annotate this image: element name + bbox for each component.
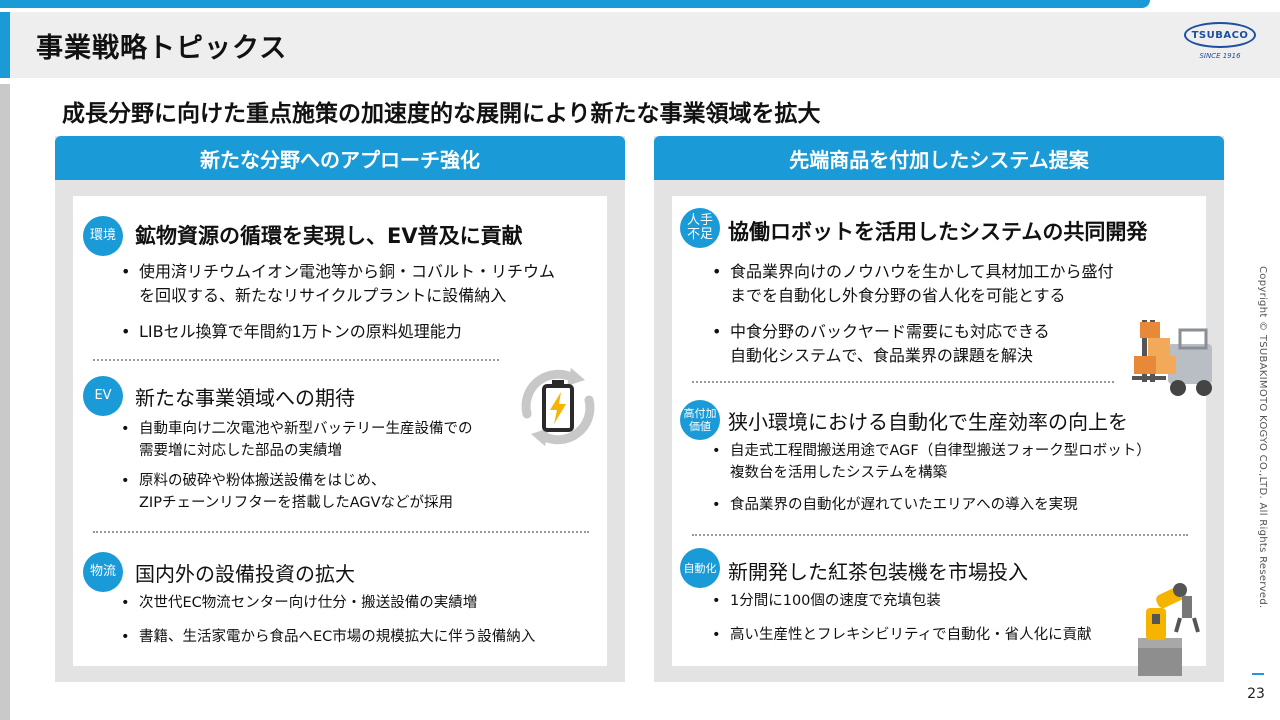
top-accent-bar	[0, 0, 1150, 8]
badge-line: 不足	[686, 227, 713, 242]
bullet-line: ZIPチェーンリフターを搭載したAGVなどが採用	[139, 495, 454, 511]
item-title-resource-recycling: 鉱物資源の循環を実現し、EV普及に貢献	[135, 224, 523, 248]
bullet-productivity: 高い生産性とフレキシビリティで自動化・省人化に貢献	[710, 624, 1092, 646]
logo-oval: TSUBACO	[1184, 22, 1256, 48]
badge-logistics: 物流	[83, 552, 123, 592]
item-title-tea-packaging: 新開発した紅茶包装機を市場投入	[728, 560, 1028, 584]
bullet-line: までを自動化し外食分野の省人化を可能とする	[730, 286, 1066, 305]
badge-high-value: 高付加 価値	[680, 400, 720, 440]
bullet-line: 食品業界の自動化が遅れていたエリアへの導入を実現	[730, 497, 1078, 513]
bullet-line: 書籍、生活家電から食品へEC市場の規模拡大に伴う設備納入	[139, 629, 536, 645]
page-number: 23	[1247, 686, 1265, 702]
page-number-line	[1252, 673, 1264, 675]
badge-automation: 自動化	[680, 548, 720, 588]
bullet-backyard-demand: 中食分野のバックヤード需要にも対応できる 自動化システムで、食品業界の課題を解決	[710, 320, 1050, 368]
logo-name: TSUBACO	[1191, 29, 1249, 41]
bullet-food-automation: 食品業界向けのノウハウを生かして具材加工から盛付 までを自動化し外食分野の省人化…	[710, 260, 1114, 308]
bullet-line: 自動車向け二次電池や新型バッテリー生産設備での	[139, 421, 473, 437]
bullet-processing-capacity: LIBセル換算で年間約1万トンの原料処理能力	[119, 320, 462, 344]
item-title-cobot-system: 協働ロボットを活用したシステムの共同開発	[728, 220, 1148, 244]
bullet-line: 原料の破砕や粉体搬送設備をはじめ、	[139, 473, 386, 489]
forklift-icon	[1132, 320, 1212, 396]
badge-line: 高付加	[683, 407, 717, 420]
badge-line: 人手	[686, 213, 713, 228]
slide-headline: 成長分野に向けた重点施策の加速度的な展開により新たな事業領域を拡大	[62, 101, 821, 127]
bullet-ec-logistics: 次世代EC物流センター向け仕分・搬送設備の実績増	[119, 592, 477, 614]
badge-line: 価値	[689, 420, 711, 433]
section-divider	[692, 534, 1188, 536]
bullet-line: 使用済リチウムイオン電池等から銅・コバルト・リチウム	[139, 262, 556, 281]
right-panel-body: 人手 不足 協働ロボットを活用したシステムの共同開発 食品業界向けのノウハウを生…	[672, 196, 1212, 676]
robot-arm-icon	[1138, 583, 1200, 676]
badge-line: 自動化	[683, 561, 717, 575]
battery-recycle-icon	[521, 368, 595, 446]
left-panel: 新たな分野へのアプローチ強化 環境 鉱物資源の循環を実現し、EV普及に貢献 使用…	[55, 136, 625, 682]
item-title-compact-automation: 狭小環境における自動化で生産効率の向上を	[728, 410, 1128, 434]
bullet-line: 1分間に100個の速度で充填包装	[730, 593, 941, 609]
title-band	[0, 12, 1280, 78]
section-divider	[93, 531, 589, 533]
bullet-line: 中食分野のバックヤード需要にも対応できる	[730, 322, 1050, 341]
right-panel: 先端商品を付加したシステム提案 人手 不足 協働ロボットを活用したシステムの共同…	[654, 136, 1224, 682]
copyright-text: Copyright © TSUBAKIMOTO KOGYO CO.,LTD. A…	[1257, 266, 1268, 609]
page-title: 事業戦略トピックス	[36, 33, 288, 64]
bullet-agv-adoption: 原料の破砕や粉体搬送設備をはじめ、 ZIPチェーンリフターを搭載したAGVなどが…	[119, 470, 453, 514]
bullet-line: 次世代EC物流センター向け仕分・搬送設備の実績増	[139, 595, 478, 611]
bullet-line: LIBセル換算で年間約1万トンの原料処理能力	[139, 322, 462, 341]
section-divider	[692, 381, 1114, 383]
bullet-ec-market: 書籍、生活家電から食品へEC市場の規模拡大に伴う設備納入	[119, 626, 535, 648]
title-left-accent	[0, 12, 10, 78]
bullet-line: 自走式工程間搬送用途でAGF（自律型搬送フォーク型ロボット）	[730, 443, 1151, 459]
right-panel-header: 先端商品を付加したシステム提案	[654, 136, 1224, 180]
badge-labor-shortage: 人手 不足	[680, 208, 720, 248]
bullet-food-area: 食品業界の自動化が遅れていたエリアへの導入を実現	[710, 494, 1078, 516]
bullet-agf-system: 自走式工程間搬送用途でAGF（自律型搬送フォーク型ロボット） 複数台を活用したシ…	[710, 440, 1151, 484]
bullet-line: を回収する、新たなリサイクルプラントに設備納入	[139, 286, 507, 305]
bullet-line: 高い生産性とフレキシビリティで自動化・省人化に貢献	[730, 627, 1092, 643]
bullet-line: 食品業界向けのノウハウを生かして具材加工から盛付	[730, 262, 1114, 281]
left-panel-header: 新たな分野へのアプローチ強化	[55, 136, 625, 180]
bullet-line: 複数台を活用したシステムを構築	[730, 465, 948, 481]
logo-since: SINCE 1916	[1199, 52, 1241, 60]
left-side-bar	[0, 84, 10, 720]
section-divider	[93, 359, 499, 361]
bullet-line: 需要増に対応した部品の実績増	[139, 443, 342, 459]
item-title-capital-investment: 国内外の設備投資の拡大	[135, 562, 355, 586]
badge-ev: EV	[83, 376, 123, 416]
company-logo: TSUBACO SINCE 1916	[1184, 22, 1256, 66]
copyright-notice: Copyright © TSUBAKIMOTO KOGYO CO.,LTD. A…	[1252, 266, 1268, 609]
left-panel-body: 環境 鉱物資源の循環を実現し、EV普及に貢献 使用済リチウムイオン電池等から銅・…	[73, 196, 607, 666]
badge-environment: 環境	[83, 216, 123, 256]
bullet-line: 自動化システムで、食品業界の課題を解決	[730, 346, 1033, 365]
item-title-new-business: 新たな事業領域への期待	[135, 386, 355, 410]
bullet-battery-demand: 自動車向け二次電池や新型バッテリー生産設備での 需要増に対応した部品の実績増	[119, 418, 473, 462]
bullet-recycling-plant: 使用済リチウムイオン電池等から銅・コバルト・リチウム を回収する、新たなリサイク…	[119, 260, 555, 308]
bullet-packaging-speed: 1分間に100個の速度で充填包装	[710, 590, 941, 612]
